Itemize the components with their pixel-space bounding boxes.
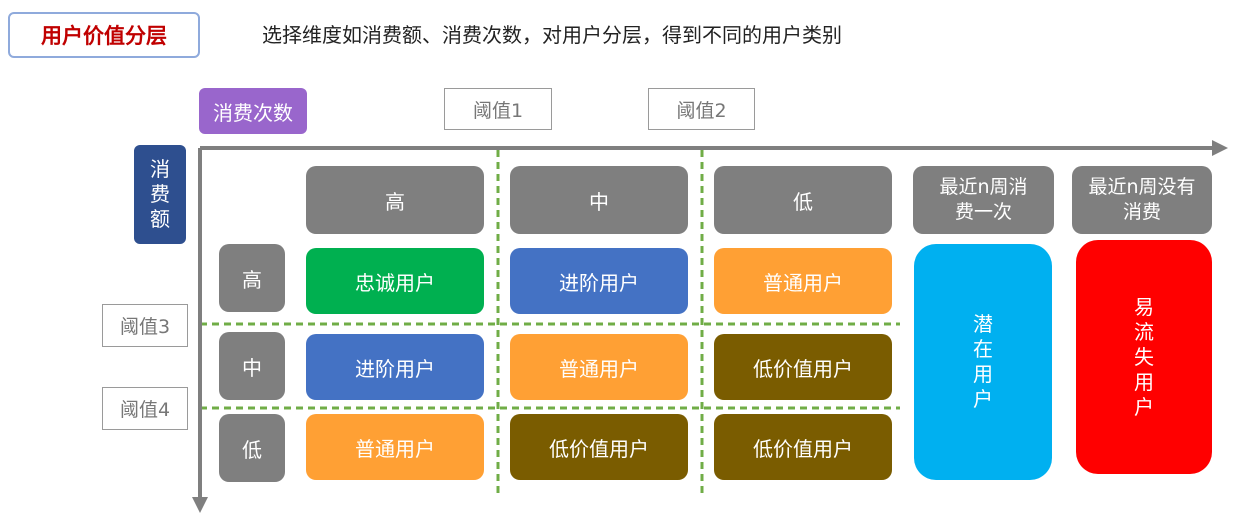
cell-high-mid: 进阶用户	[510, 248, 688, 314]
page-title: 用户价值分层	[8, 12, 200, 58]
y-axis-label-text: 消费额	[150, 157, 170, 232]
y-axis-arrow-icon	[192, 497, 208, 513]
x-axis-arrow-icon	[1212, 140, 1228, 156]
cell-low-mid: 低价值用户	[510, 414, 688, 480]
cell-high-high: 忠诚用户	[306, 248, 484, 314]
churn-users-label: 易流失用户	[1134, 295, 1154, 420]
threshold-1-box: 阈值1	[444, 88, 552, 130]
potential-users-box: 潜在用户	[914, 244, 1052, 480]
vertical-char: 户	[1134, 394, 1154, 419]
column-header-recent-once: 最近n周消费一次	[913, 166, 1054, 234]
vertical-char: 消	[150, 157, 170, 181]
vertical-char: 在	[973, 337, 993, 361]
subtitle: 选择维度如消费额、消费次数，对用户分层，得到不同的用户类别	[262, 22, 842, 47]
vertical-char: 用	[1134, 369, 1154, 394]
y-axis-label: 消费额	[134, 145, 186, 244]
vertical-char: 额	[150, 207, 170, 231]
row-header-mid: 中	[219, 332, 285, 400]
vertical-char: 潜	[973, 312, 993, 336]
potential-users-label: 潜在用户	[973, 312, 993, 412]
cell-low-high: 普通用户	[306, 414, 484, 480]
threshold-3-box: 阈值3	[102, 304, 188, 347]
cell-mid-high: 进阶用户	[306, 334, 484, 400]
column-header-mid: 中	[510, 166, 688, 234]
row-header-high: 高	[219, 244, 285, 312]
axis-lines	[192, 140, 1228, 513]
vertical-char: 户	[973, 387, 993, 411]
vertical-char: 失	[1134, 344, 1154, 369]
dashed-threshold-lines	[200, 150, 900, 498]
threshold-4-box: 阈值4	[102, 387, 188, 430]
vertical-char: 流	[1134, 319, 1154, 344]
column-header-recent-none: 最近n周没有消费	[1072, 166, 1212, 234]
cell-high-low: 普通用户	[714, 248, 892, 314]
cell-mid-low: 低价值用户	[714, 334, 892, 400]
column-header-high: 高	[306, 166, 484, 234]
vertical-char: 费	[150, 182, 170, 206]
column-header-low: 低	[714, 166, 892, 234]
cell-mid-mid: 普通用户	[510, 334, 688, 400]
vertical-char: 易	[1134, 294, 1154, 319]
x-axis-label: 消费次数	[199, 88, 307, 134]
threshold-2-box: 阈值2	[648, 88, 755, 130]
churn-users-box: 易流失用户	[1076, 240, 1212, 474]
cell-low-low: 低价值用户	[714, 414, 892, 480]
vertical-char: 用	[973, 362, 993, 386]
row-header-low: 低	[219, 414, 285, 482]
